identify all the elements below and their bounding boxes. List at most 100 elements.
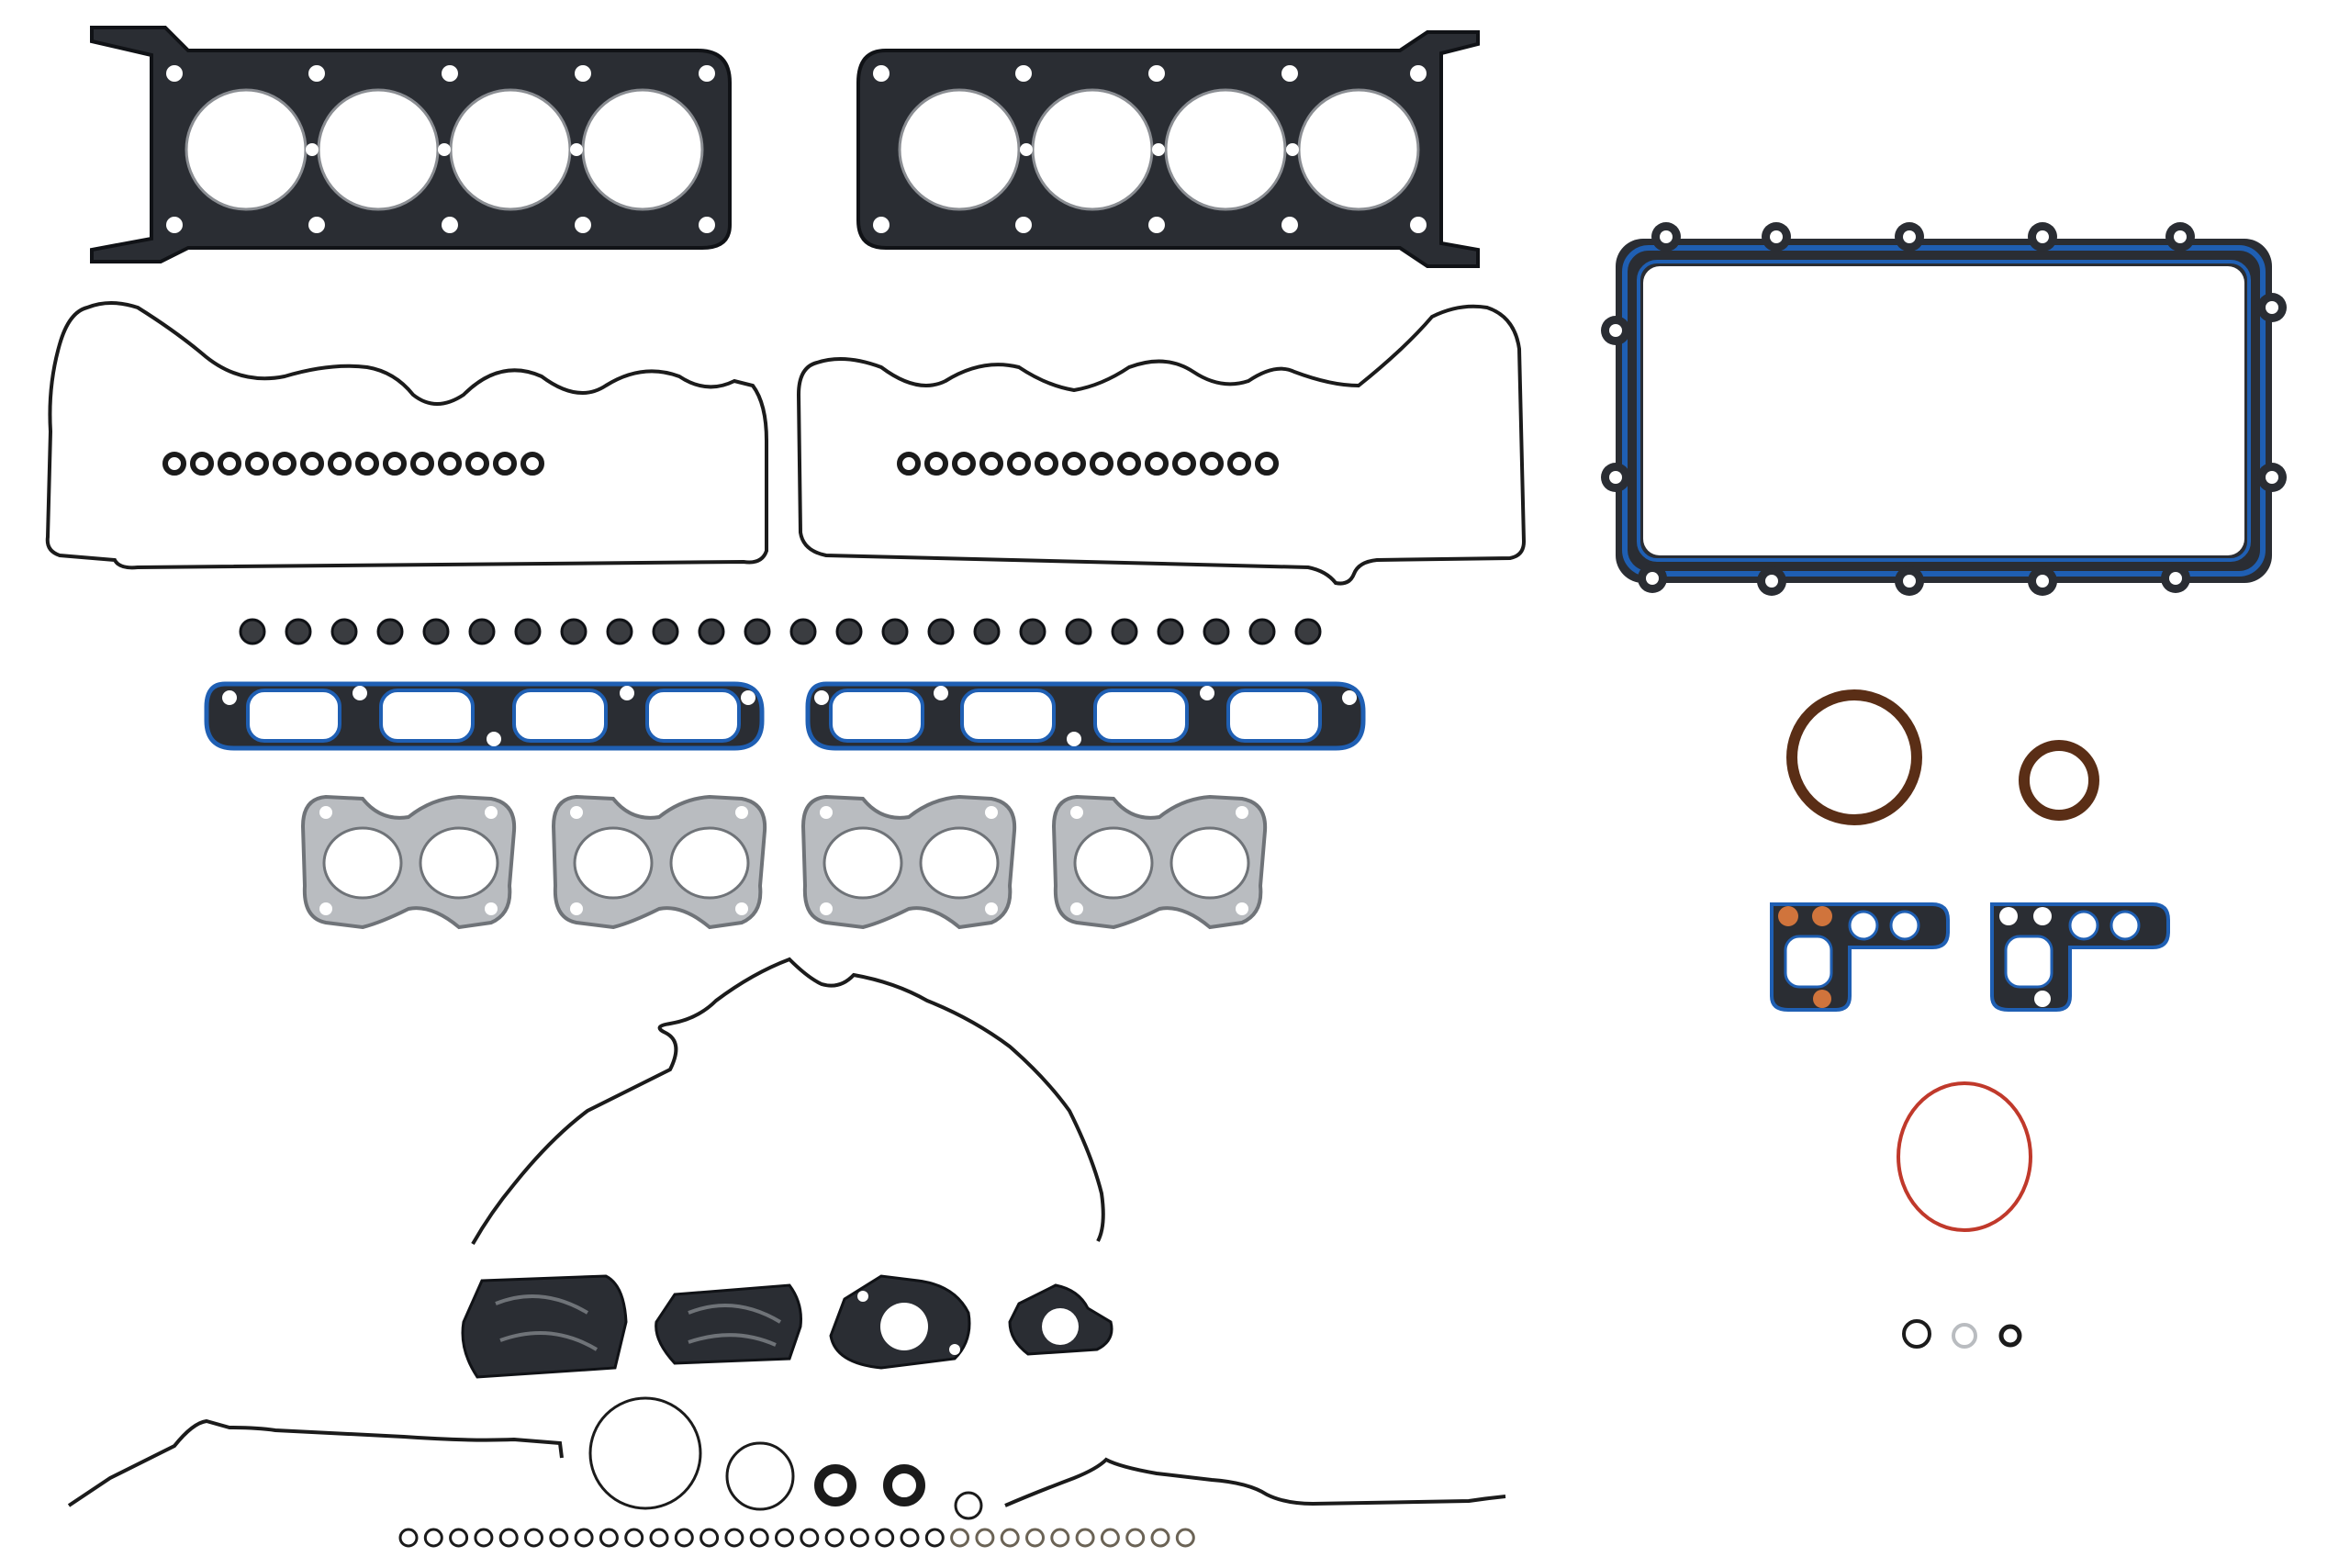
bolt-hole: [1660, 230, 1673, 243]
bolt-hole: [1765, 575, 1778, 588]
front-crank-seal: [2019, 740, 2099, 821]
small-o-ring: [950, 1528, 970, 1548]
bolt-hole: [2036, 230, 2049, 243]
spark-plug-seal: [1172, 452, 1196, 476]
spark-plug-seal: [1062, 452, 1086, 476]
exhaust-manifold-gasket: [1051, 794, 1268, 930]
small-o-ring: [724, 1528, 744, 1548]
small-o-ring: [699, 1528, 720, 1548]
valve-stem-seal: [1203, 618, 1230, 645]
spark-plug-seal: [383, 452, 407, 476]
medium-o-ring: [725, 1441, 795, 1511]
valve-stem-seal: [422, 618, 450, 645]
bolt-hole: [1646, 572, 1659, 585]
valve-stem-seal: [1111, 618, 1138, 645]
bolt-hole: [2266, 301, 2278, 314]
small-o-ring: [398, 1528, 419, 1548]
valve-cover-gasket-right: [796, 304, 1527, 586]
spark-plug-seal: [1145, 452, 1169, 476]
oil-pan-gasket: [1601, 222, 2287, 596]
water-pump-gasket-2: [655, 1283, 802, 1365]
small-o-ring: [423, 1528, 443, 1548]
timing-cover-gasket: [471, 957, 1105, 1245]
small-o-ring: [574, 1528, 594, 1548]
bolt-hole: [1609, 324, 1622, 337]
valve-stem-seal: [239, 618, 266, 645]
bolt-hole: [2169, 572, 2182, 585]
small-o-ring: [849, 1528, 869, 1548]
small-o-ring: [624, 1528, 644, 1548]
exhaust-manifold-gasket: [300, 794, 517, 930]
cam-seal-2: [883, 1464, 925, 1506]
valve-stem-seal: [560, 618, 588, 645]
spark-plug-seal: [190, 452, 214, 476]
spark-plug-seal: [1200, 452, 1224, 476]
spark-plug-seal: [1007, 452, 1031, 476]
valve-stem-seal: [1065, 618, 1092, 645]
valve-stem-seal: [1019, 618, 1046, 645]
small-o-ring: [599, 1528, 619, 1548]
small-o-ring: [954, 1491, 983, 1520]
cam-seal-1: [814, 1464, 856, 1506]
intake-manifold-gasket-left: [204, 681, 765, 751]
valve-stem-seal: [973, 618, 1001, 645]
valve-stem-seal: [652, 618, 679, 645]
exhaust-manifold-gasket: [551, 794, 767, 930]
small-o-ring: [1025, 1528, 1045, 1548]
bolt-hole: [1903, 575, 1916, 588]
valve-stem-seal: [835, 618, 863, 645]
head-gasket-left: [90, 26, 732, 263]
small-o-ring: [1952, 1323, 1977, 1349]
small-o-ring: [1050, 1528, 1070, 1548]
oil-adapter-gasket-left: [1770, 902, 1950, 1012]
valve-stem-seals: [239, 618, 1322, 645]
valve-stem-seal: [468, 618, 496, 645]
oil-pan-rear-strip: [67, 1418, 564, 1507]
bolt-hole: [2266, 471, 2278, 484]
oil-adapter-gasket-right: [1990, 902, 2170, 1012]
small-o-ring-row: [398, 1528, 1195, 1548]
bolt-hole: [2036, 575, 2049, 588]
small-o-ring: [900, 1528, 920, 1548]
spark-plug-seal: [410, 452, 434, 476]
small-o-ring: [1175, 1528, 1195, 1548]
exhaust-manifold-gasket: [800, 794, 1017, 930]
spark-plug-seal: [355, 452, 379, 476]
valve-stem-seal: [881, 618, 909, 645]
spark-plug-seals-right: [897, 452, 1279, 476]
small-o-ring: [800, 1528, 820, 1548]
spark-plug-seal: [465, 452, 489, 476]
rear-main-seal: [1786, 689, 1922, 825]
spark-plug-seal: [438, 452, 462, 476]
water-outlet-gasket: [1008, 1283, 1113, 1356]
spark-plug-seal: [300, 452, 324, 476]
spark-plug-seal: [924, 452, 948, 476]
small-o-ring: [674, 1528, 694, 1548]
spark-plug-seal: [245, 452, 269, 476]
valve-stem-seal: [1248, 618, 1276, 645]
valve-stem-seal: [698, 618, 725, 645]
head-gasket-right: [856, 30, 1480, 268]
small-o-ring: [975, 1528, 995, 1548]
small-o-ring: [474, 1528, 494, 1548]
spark-plug-seal: [897, 452, 921, 476]
spark-plug-seals-left: [162, 452, 544, 476]
small-o-ring: [549, 1528, 569, 1548]
small-o-ring: [1998, 1324, 2022, 1348]
valve-stem-seal: [1157, 618, 1184, 645]
spark-plug-seal: [1255, 452, 1279, 476]
valve-stem-seal: [514, 618, 542, 645]
small-o-ring: [649, 1528, 669, 1548]
valve-stem-seal: [1294, 618, 1322, 645]
bolt-hole: [1770, 230, 1783, 243]
small-o-ring: [449, 1528, 469, 1548]
thermostat-gasket: [829, 1274, 971, 1370]
bolt-hole: [1903, 230, 1916, 243]
intake-manifold-gasket-right: [805, 681, 1366, 751]
valve-stem-seal: [744, 618, 771, 645]
valve-stem-seal: [285, 618, 312, 645]
small-o-ring: [524, 1528, 543, 1548]
spark-plug-seal: [1090, 452, 1113, 476]
valve-stem-seal: [330, 618, 358, 645]
